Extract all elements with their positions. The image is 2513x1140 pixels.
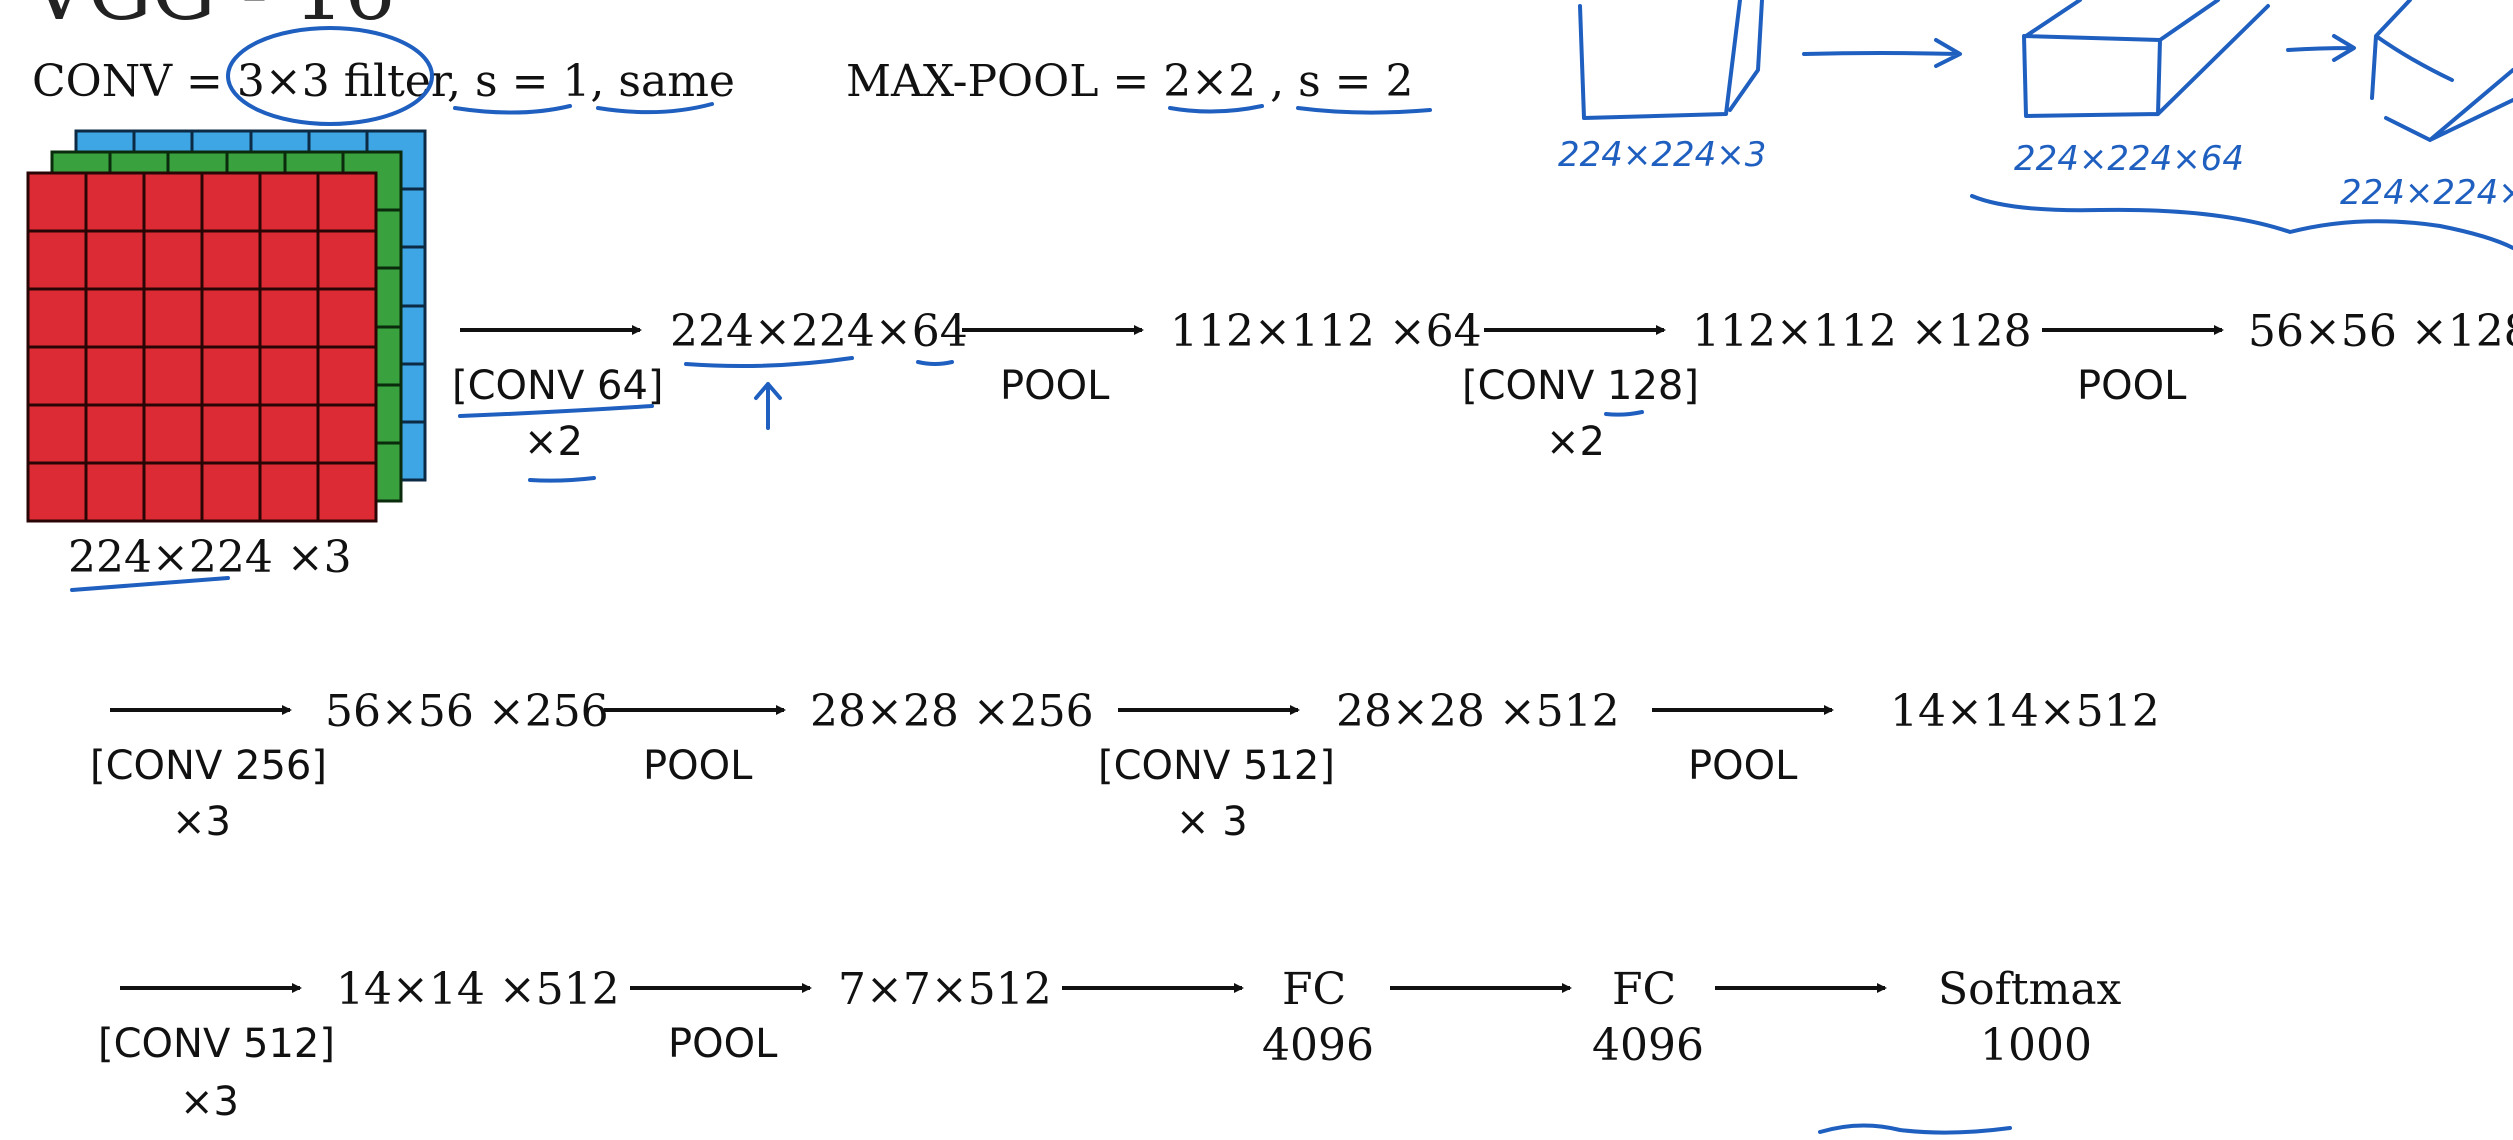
shape-row3-2: 7×7×512 [838,964,1052,1015]
shape-row2-1: 56×56 ×256 [325,686,609,737]
red-channel [26,171,378,523]
ink-underline [916,360,954,366]
softmax-units: 1000 [1980,1020,2092,1071]
shape-row1-1: 224×224×64 [670,306,968,357]
conv-definition: CONV = 3×3 filter, s = 1, same [32,56,735,107]
ink-sketch-box [2370,0,2513,142]
fc1-name: FC [1282,964,1347,1015]
ink-note-1: 224×224×3 [1558,135,1766,175]
op-row3-1: [CONV 512] [98,1021,335,1067]
ink-underline [453,104,572,115]
op-row1-3-repeat: ×2 [1546,419,1605,465]
op-row1-3: [CONV 128] [1462,363,1699,409]
input-shape-label: 224×224 ×3 [68,532,352,583]
ink-note-2: 224×224×64 [2014,139,2244,179]
ink-scribble [1818,1123,2012,1135]
fc1-units: 4096 [1262,1020,1374,1071]
ink-circle [226,26,434,126]
shape-row1-4: 56×56 ×128 [2248,306,2513,357]
fc2-name: FC [1612,964,1677,1015]
op-row2-3: [CONV 512] [1098,743,1335,789]
shape-row2-3: 28×28 ×512 [1336,686,1620,737]
shape-row2-4: 14×14×512 [1890,686,2160,737]
ink-up-arrow [754,382,782,430]
shape-row1-3: 112×112 ×128 [1692,306,2032,357]
ink-underline [458,404,654,418]
op-row2-3-repeat: × 3 [1176,799,1248,845]
op-row2-4: POOL [1688,743,1798,789]
ink-underline [1168,104,1264,114]
fc2-units: 4096 [1592,1020,1704,1071]
ink-brace [1970,194,2513,250]
ink-note-3: 224×224×64 [2340,173,2513,213]
op-row1-2: POOL [1000,363,1110,409]
op-row3-2: POOL [668,1021,778,1067]
pool-definition: MAX-POOL = 2×2 , s = 2 [846,56,1414,107]
op-row1-1: [CONV 64] [452,363,664,409]
op-row1-1-repeat: ×2 [524,419,583,465]
shape-row2-2: 28×28 ×256 [810,686,1094,737]
ink-underline [1296,106,1432,115]
ink-sketch-arrow [2286,34,2356,62]
shape-row3-1: 14×14 ×512 [336,964,620,1015]
ink-underline [596,102,714,115]
ink-underline [684,356,854,368]
ink-underline [70,576,230,592]
op-row2-1: [CONV 256] [90,743,327,789]
softmax-name: Softmax [1938,964,2122,1015]
op-row2-1-repeat: ×3 [172,799,231,845]
shape-row1-2: 112×112 ×64 [1170,306,1482,357]
ink-underline [528,476,596,483]
ink-sketch-box [1578,0,1764,120]
ink-underline [1604,410,1644,417]
ink-sketch-box [2022,0,2270,118]
op-row3-1-repeat: ×3 [180,1079,239,1125]
op-row2-2: POOL [643,743,753,789]
ink-sketch-arrow [1802,38,1962,68]
op-row1-4: POOL [2077,363,2187,409]
